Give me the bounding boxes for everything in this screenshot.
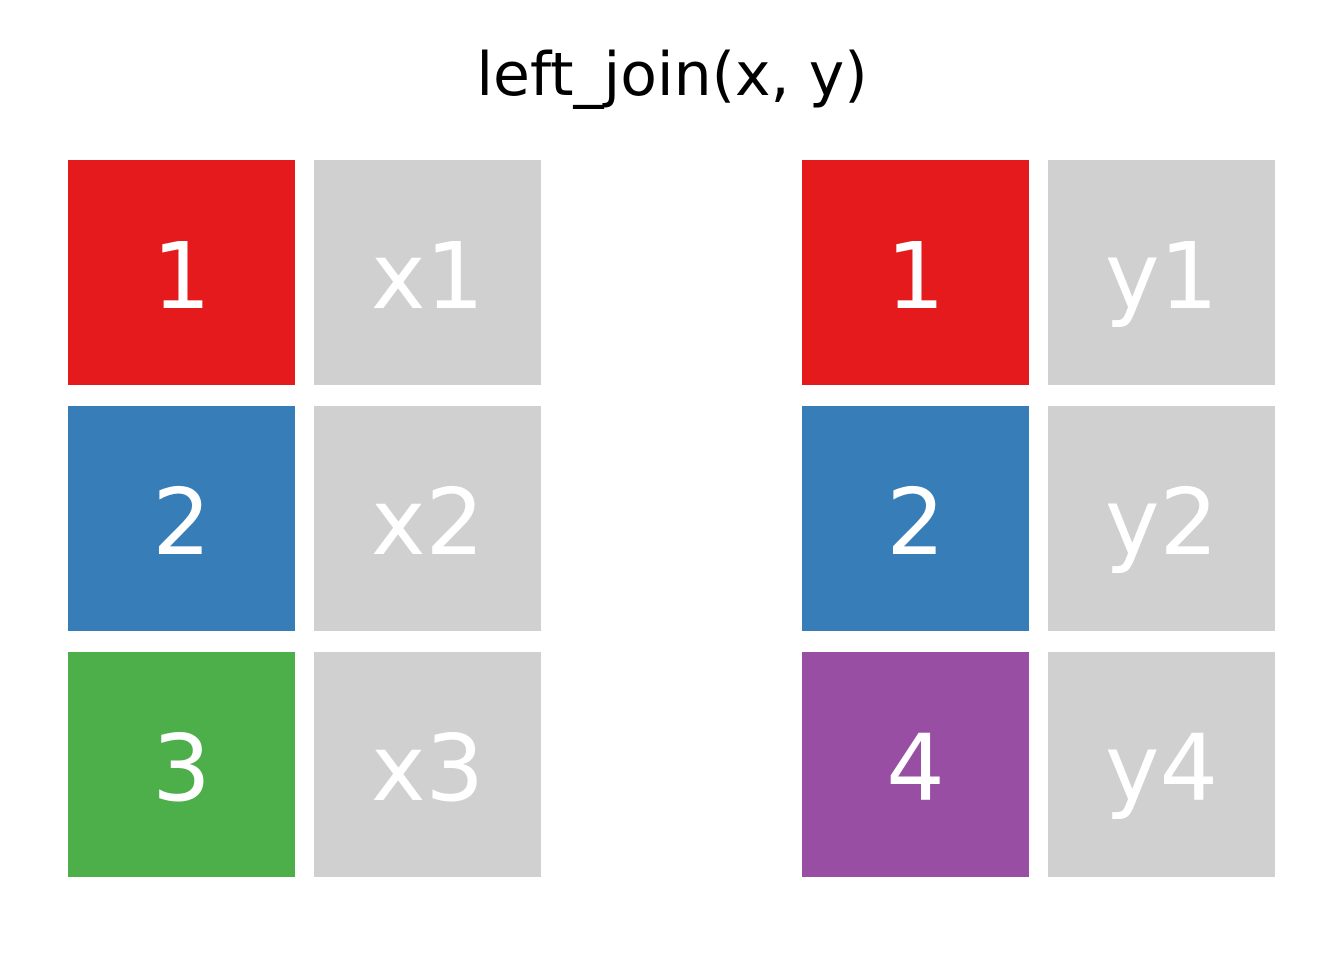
table-row: 1 x1 [68, 160, 541, 385]
key-cell: 2 [68, 406, 295, 631]
value-cell-label: x1 [371, 222, 484, 330]
value-cell: x3 [314, 652, 541, 877]
table-row: 2 x2 [68, 406, 541, 631]
value-cell: y2 [1048, 406, 1275, 631]
value-cell: y4 [1048, 652, 1275, 877]
key-cell: 3 [68, 652, 295, 877]
table-row: 4 y4 [802, 652, 1275, 877]
key-cell: 2 [802, 406, 1029, 631]
diagram-title: left_join(x, y) [476, 40, 868, 110]
key-cell: 1 [68, 160, 295, 385]
value-cell-label: y1 [1105, 222, 1218, 330]
key-cell: 1 [802, 160, 1029, 385]
value-cell: x2 [314, 406, 541, 631]
table-row: 3 x3 [68, 652, 541, 877]
table-x: 1 x1 2 x2 3 x3 [68, 160, 541, 877]
key-cell-label: 2 [152, 468, 211, 576]
key-cell-label: 1 [152, 222, 211, 330]
key-cell-label: 1 [886, 222, 945, 330]
value-cell-label: y2 [1105, 468, 1218, 576]
key-cell: 4 [802, 652, 1029, 877]
table-row: 1 y1 [802, 160, 1275, 385]
value-cell-label: x3 [371, 714, 484, 822]
table-row: 2 y2 [802, 406, 1275, 631]
table-y: 1 y1 2 y2 4 y4 [802, 160, 1275, 877]
value-cell: x1 [314, 160, 541, 385]
value-cell-label: x2 [371, 468, 484, 576]
key-cell-label: 2 [886, 468, 945, 576]
key-cell-label: 4 [886, 714, 945, 822]
key-cell-label: 3 [152, 714, 211, 822]
value-cell-label: y4 [1105, 714, 1218, 822]
value-cell: y1 [1048, 160, 1275, 385]
